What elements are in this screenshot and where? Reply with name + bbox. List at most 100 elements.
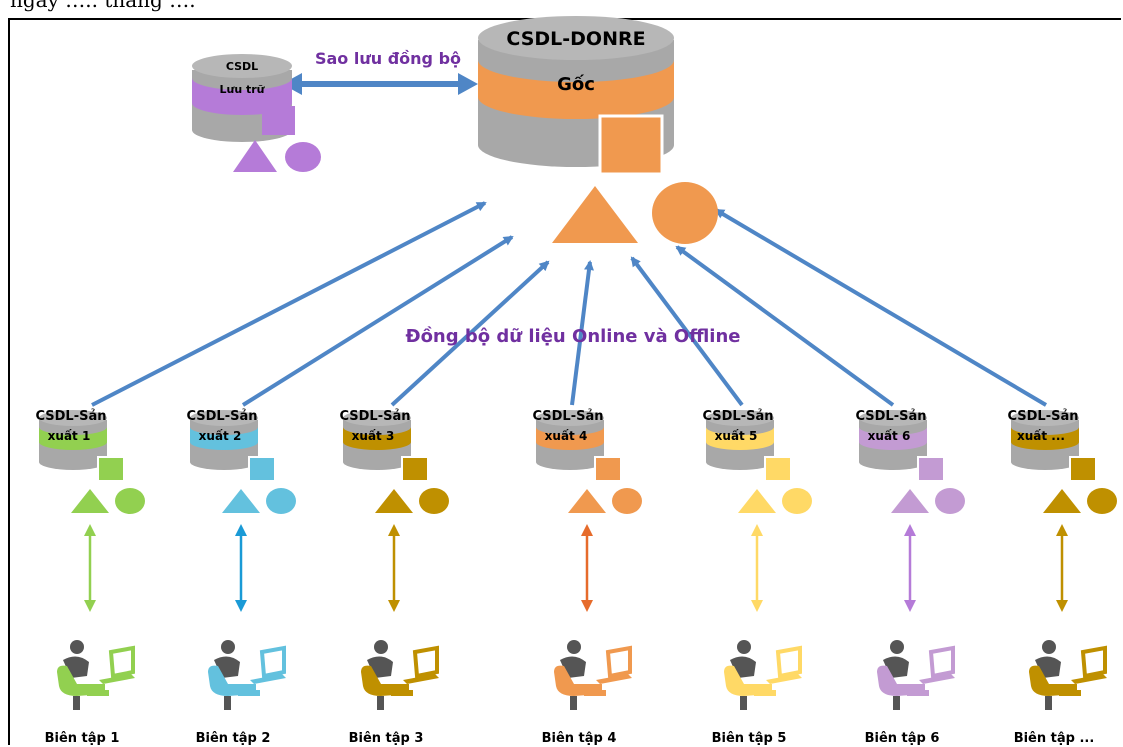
arrowhead-down-icon — [581, 600, 593, 612]
node-db-band-label: xuất 3 — [352, 429, 395, 443]
sync-arrow — [675, 245, 895, 407]
node-db-band — [39, 427, 107, 450]
circle-icon — [782, 488, 812, 514]
editor-label: Biên tập 4 — [542, 731, 617, 746]
arrowhead-down-icon — [84, 600, 96, 612]
sync-label: Đồng bộ dữ liệu Online và Offline — [405, 326, 740, 347]
circle-icon — [1087, 488, 1117, 514]
node-db-title: CSDL-Sản — [702, 409, 773, 424]
triangle-icon — [891, 489, 929, 513]
triangle-icon — [375, 489, 413, 513]
editor-at-laptop-icon — [208, 640, 286, 710]
node-db-title: CSDL-Sản — [1007, 409, 1078, 424]
circle-icon — [285, 142, 321, 172]
triangle-icon — [738, 489, 776, 513]
editor-at-laptop-icon — [1029, 640, 1107, 710]
arrowhead-up-icon — [1056, 524, 1068, 536]
circle-icon — [935, 488, 965, 514]
production-node: CSDL-Sản xuất 4 Biên tập 4 — [532, 409, 642, 746]
node-db-title: CSDL-Sản — [855, 409, 926, 424]
triangle-icon — [222, 489, 260, 513]
sync-arrow — [241, 235, 514, 407]
node-db-top — [859, 410, 927, 426]
node-db-top — [343, 410, 411, 426]
master-database: CSDL-DONRE Gốc — [478, 16, 718, 244]
node-db-band — [706, 427, 774, 450]
arrowhead-down-icon — [1056, 600, 1068, 612]
arrowhead-up-icon — [581, 524, 593, 536]
archive-db-top — [192, 54, 292, 78]
node-db-title: CSDL-Sản — [35, 409, 106, 424]
triangle-icon — [568, 489, 606, 513]
square-icon — [97, 456, 125, 482]
arrowhead-down-icon — [388, 600, 400, 612]
archive-db-title: CSDL — [226, 60, 258, 73]
node-db-band — [859, 427, 927, 450]
square-icon — [1069, 456, 1097, 482]
node-db-band-label: xuất 6 — [868, 429, 911, 443]
editor-at-laptop-icon — [877, 640, 955, 710]
arrowhead-up-icon — [84, 524, 96, 536]
production-node: CSDL-Sản xuất ... Biên tập ... — [1007, 409, 1117, 746]
master-db-title: CSDL-DONRE — [506, 28, 645, 50]
editor-at-laptop-icon — [361, 640, 439, 710]
node-db-band-label: xuất ... — [1017, 429, 1065, 443]
triangle-icon — [71, 489, 109, 513]
editor-at-laptop-icon — [57, 640, 135, 710]
node-db-top — [706, 410, 774, 426]
node-db-band-label: xuất 4 — [545, 429, 588, 443]
sync-arrow — [570, 260, 594, 406]
sync-arrow — [91, 201, 487, 407]
square-icon — [262, 106, 295, 135]
node-db-band — [1011, 427, 1079, 450]
triangle-icon — [1043, 489, 1081, 513]
archive-db-band — [192, 78, 292, 115]
node-db-top — [1011, 410, 1079, 426]
master-db-band-label: Gốc — [557, 74, 595, 95]
sync-arrow — [714, 208, 1048, 407]
node-db-band-label: xuất 2 — [199, 429, 242, 443]
node-db-band-label: xuất 1 — [48, 429, 91, 443]
circle-icon — [652, 182, 718, 244]
editor-label: Biên tập ... — [1014, 731, 1095, 746]
editor-label: Biên tập 5 — [712, 731, 787, 746]
triangle-icon — [233, 140, 277, 172]
sync-arrow — [390, 260, 550, 407]
circle-icon — [612, 488, 642, 514]
node-db-top — [39, 410, 107, 426]
archive-database: CSDL Lưu trữ — [192, 54, 321, 172]
production-node: CSDL-Sản xuất 1 Biên tập 1 — [35, 409, 145, 746]
production-node: CSDL-Sản xuất 6 Biên tập 6 — [855, 409, 965, 746]
top-cutoff-text: ngày ….. tháng …. — [10, 0, 196, 12]
master-db-top — [478, 16, 674, 60]
square-icon — [764, 456, 792, 482]
square-icon — [594, 456, 622, 482]
node-db-title: CSDL-Sản — [186, 409, 257, 424]
arrowhead-down-icon — [751, 600, 763, 612]
editor-label: Biên tập 1 — [45, 731, 120, 746]
editor-label: Biên tập 6 — [865, 731, 940, 746]
node-db-band — [536, 427, 604, 450]
master-db-band — [478, 60, 674, 119]
editor-at-laptop-icon — [724, 640, 802, 710]
editor-label: Biên tập 2 — [196, 731, 271, 746]
sync-lines — [91, 201, 1048, 407]
square-icon — [917, 456, 945, 482]
node-db-top — [190, 410, 258, 426]
sync-arrow — [630, 256, 744, 407]
arrowhead-up-icon — [235, 524, 247, 536]
node-db-title: CSDL-Sản — [532, 409, 603, 424]
arrowhead-up-icon — [388, 524, 400, 536]
square-icon — [401, 456, 429, 482]
square-icon — [248, 456, 276, 482]
arrowhead-up-icon — [904, 524, 916, 536]
arrowhead-down-icon — [904, 600, 916, 612]
arrowhead-down-icon — [235, 600, 247, 612]
editor-label: Biên tập 3 — [349, 731, 424, 746]
circle-icon — [266, 488, 296, 514]
node-db-band — [190, 427, 258, 450]
editor-at-laptop-icon — [554, 640, 632, 710]
backup-link-label: Sao lưu đồng bộ — [315, 49, 461, 68]
